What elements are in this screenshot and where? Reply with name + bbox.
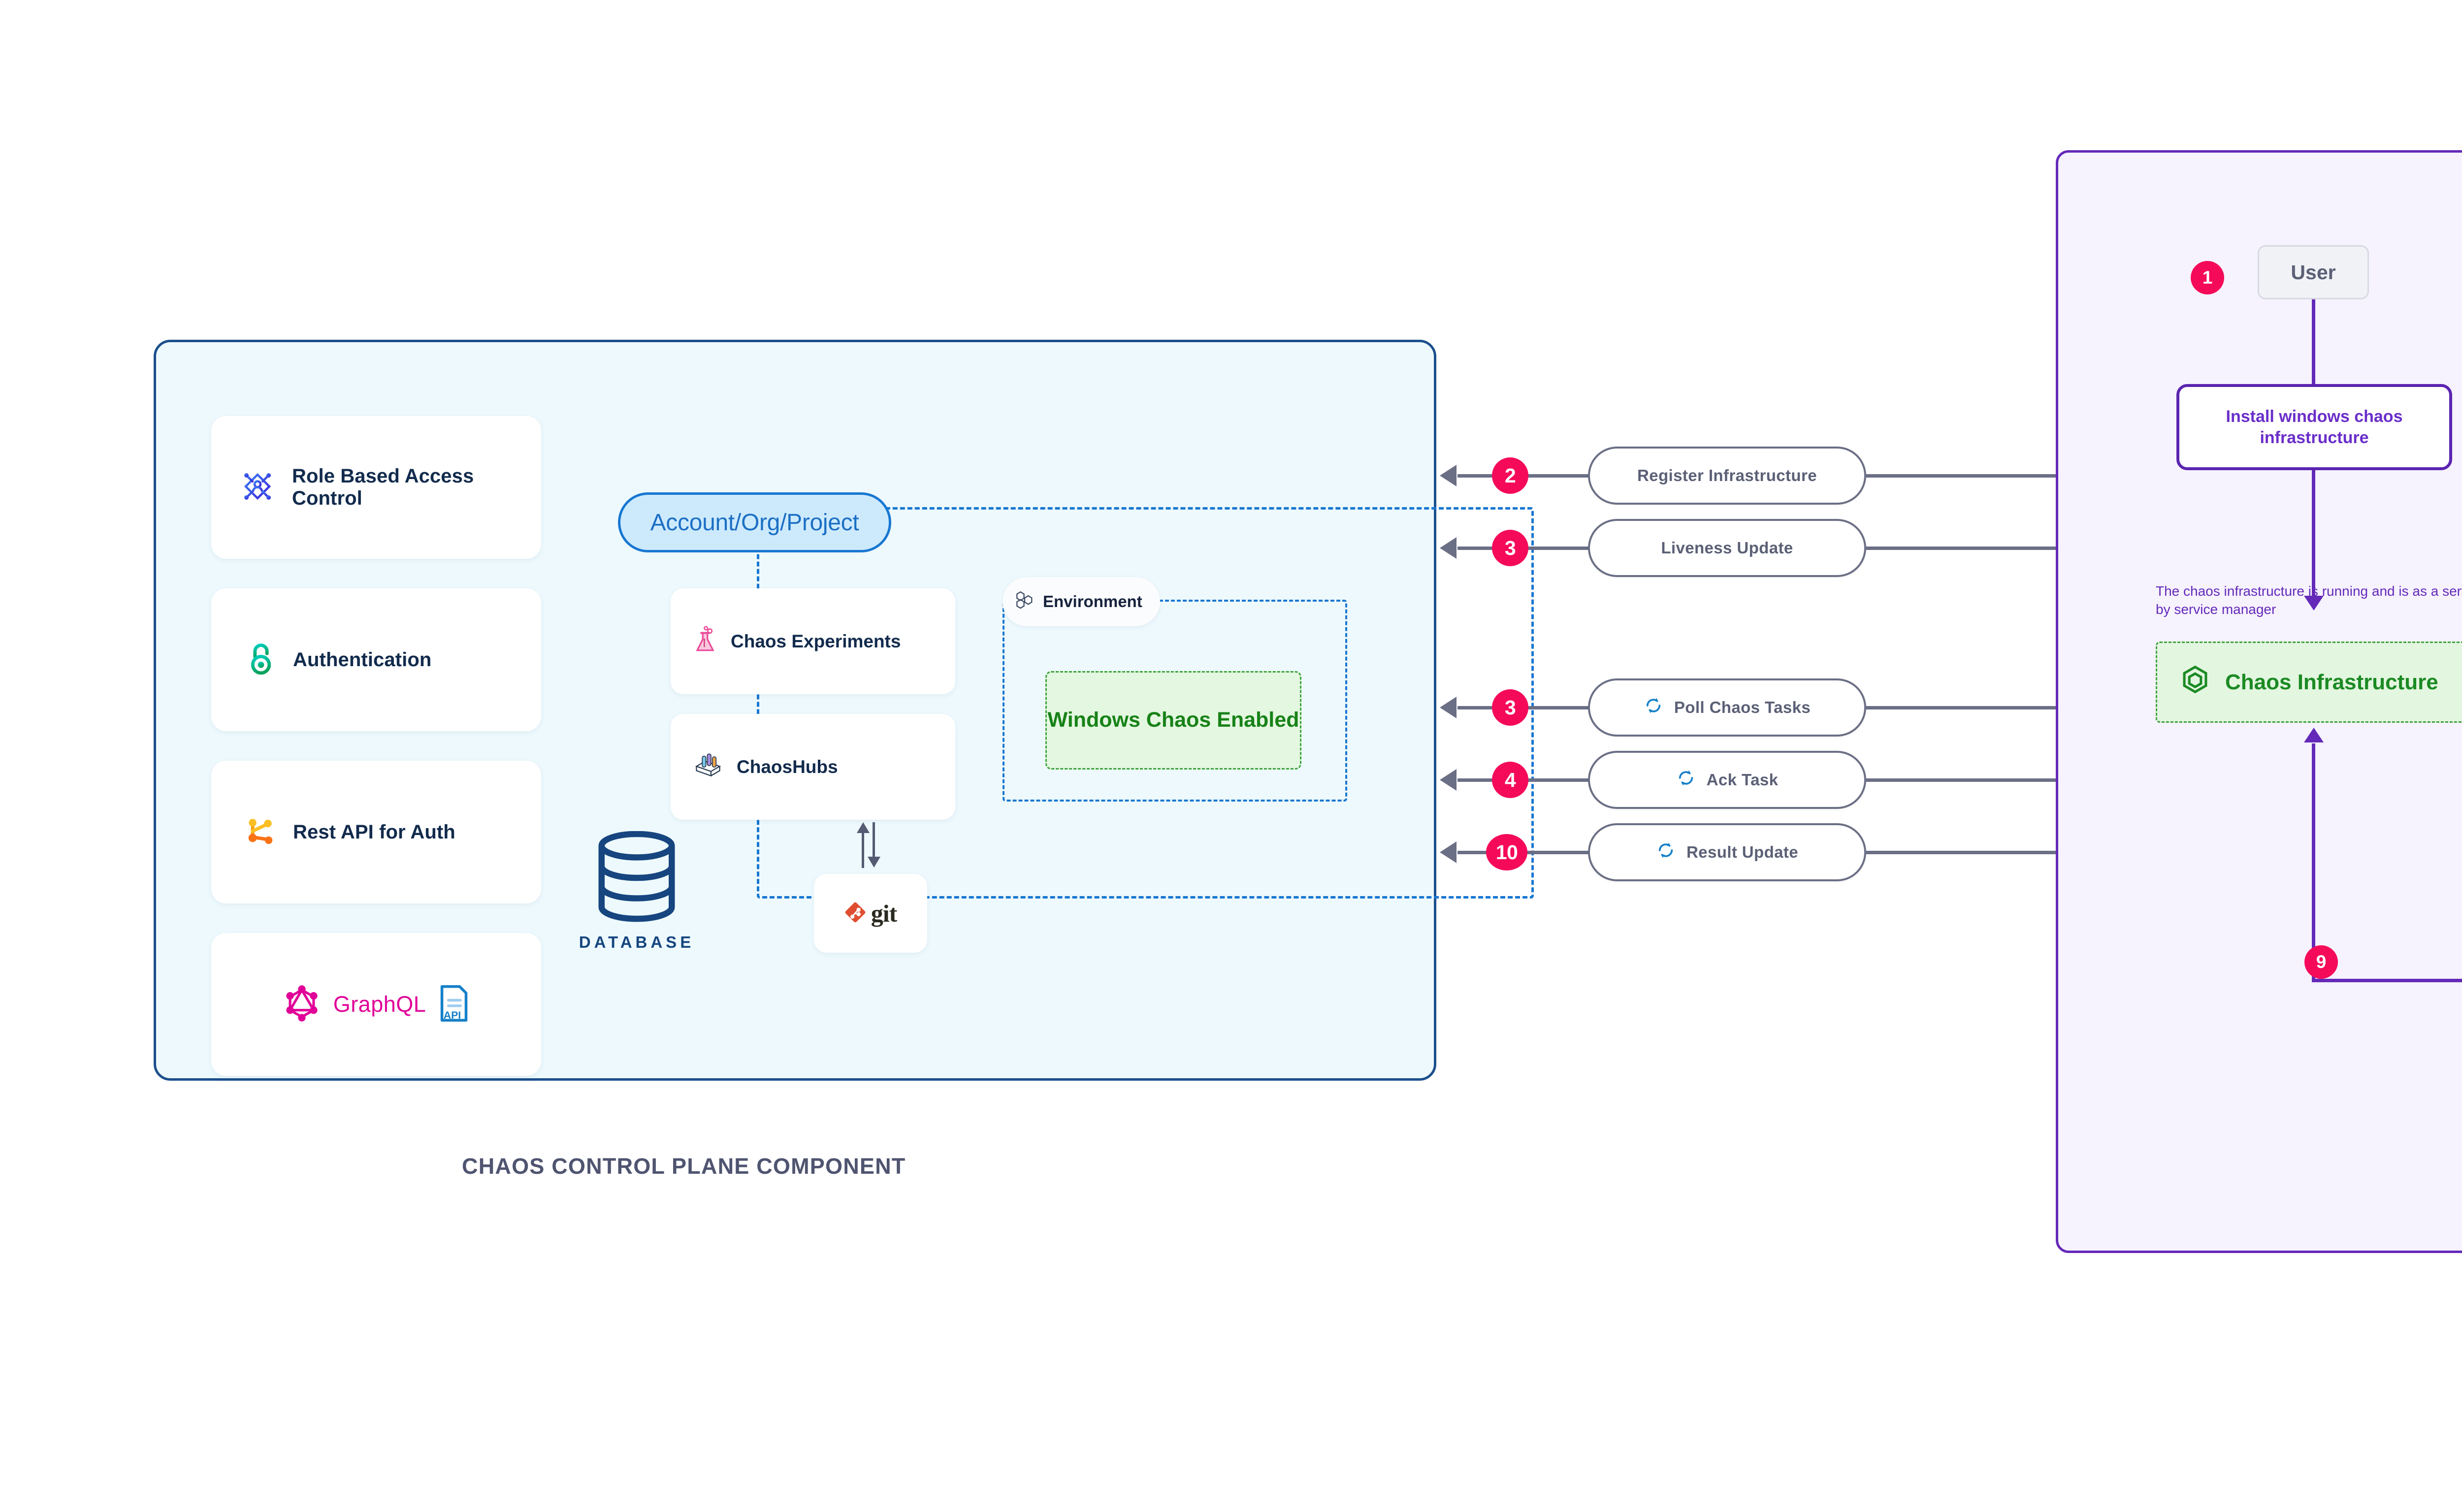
user-node[interactable]: User bbox=[2258, 245, 2369, 299]
connector-badge-3: 3 bbox=[1492, 689, 1528, 726]
feature-card-rest-api[interactable]: Rest API for Auth bbox=[211, 761, 541, 903]
badge-number: 9 bbox=[2316, 952, 2327, 972]
install-to-chaosinfra-line bbox=[2312, 470, 2315, 598]
note-chaos-infrastructure-running: The chaos infrastructure is running and … bbox=[2156, 583, 2462, 617]
install-node-label: Install windows chaos infrastructure bbox=[2226, 407, 2403, 447]
connector-badge-4: 4 bbox=[1492, 762, 1528, 798]
connector-badge-2: 3 bbox=[1492, 530, 1528, 566]
flask-icon bbox=[693, 626, 717, 657]
database-group: DATABASE bbox=[555, 831, 718, 952]
rest-api-icon bbox=[243, 814, 276, 850]
connector-label: Register Infrastructure bbox=[1637, 466, 1817, 484]
connector-pill-liveness-update[interactable]: Liveness Update bbox=[1588, 519, 1866, 577]
connector-pill-result-update[interactable]: Result Update bbox=[1588, 823, 1866, 881]
step-badge-9: 9 bbox=[2304, 945, 2338, 979]
hexagon-cluster-icon bbox=[1015, 590, 1034, 613]
connector-line-right-2 bbox=[1866, 547, 2058, 550]
account-org-project-container bbox=[757, 507, 1534, 899]
install-windows-chaos-infrastructure-node[interactable]: Install windows chaos infrastructure bbox=[2176, 384, 2452, 470]
git-to-hub-down-line bbox=[873, 822, 875, 858]
git-card[interactable]: git bbox=[814, 874, 927, 953]
connector-badge-1: 2 bbox=[1492, 457, 1528, 494]
connector-line-right-5 bbox=[1866, 851, 2058, 854]
chaos-infrastructure-label: Chaos Infrastructure bbox=[2225, 670, 2438, 694]
inner-card-chaoshubs[interactable]: ChaosHubs bbox=[671, 714, 955, 820]
environment-dashed-box bbox=[1003, 600, 1347, 802]
svg-text:API: API bbox=[444, 1010, 461, 1021]
graphql-label: GraphQL bbox=[333, 992, 426, 1017]
badge-number: 4 bbox=[1504, 768, 1516, 791]
lock-icon bbox=[246, 642, 276, 678]
inner-card-label: ChaosHubs bbox=[737, 756, 838, 777]
feature-card-authentication[interactable]: Authentication bbox=[211, 588, 541, 731]
install-to-chaosinfra-arrow bbox=[2304, 596, 2324, 611]
environment-pill[interactable]: Environment bbox=[1003, 577, 1160, 626]
connector-arrow-4 bbox=[1440, 769, 1457, 791]
connector-line-right-4 bbox=[1866, 778, 2058, 782]
connector-badge-5: 10 bbox=[1486, 834, 1527, 870]
feature-card-rbac[interactable]: Role Based Access Control bbox=[211, 416, 541, 559]
badge-number: 3 bbox=[1504, 696, 1516, 719]
git-to-hub-down-arrow bbox=[868, 857, 880, 868]
connector-arrow-5 bbox=[1440, 841, 1457, 863]
hexagon-icon bbox=[2182, 665, 2208, 699]
database-label: DATABASE bbox=[579, 933, 695, 951]
connector-label: Result Update bbox=[1686, 843, 1799, 861]
user-label: User bbox=[2291, 260, 2336, 284]
control-plane-title: CHAOS CONTROL PLANE COMPONENT bbox=[462, 1154, 906, 1179]
connector-line-right-1 bbox=[1866, 474, 2058, 478]
connector-label: Poll Chaos Tasks bbox=[1674, 698, 1811, 716]
refresh-icon bbox=[1644, 696, 1663, 719]
inner-card-chaos-experiments[interactable]: Chaos Experiments bbox=[671, 588, 955, 694]
account-org-project-label: Account/Org/Project bbox=[650, 509, 859, 536]
badge-number: 10 bbox=[1495, 840, 1518, 864]
feature-card-graphql[interactable]: GraphQL API bbox=[211, 933, 541, 1076]
chaos-infrastructure-node[interactable]: Chaos Infrastructure bbox=[2156, 642, 2462, 723]
step-badge-1: 1 bbox=[2191, 261, 2224, 294]
graphql-icon bbox=[283, 983, 321, 1026]
feature-label: Role Based Access Control bbox=[292, 465, 474, 509]
connector-arrow-3 bbox=[1440, 697, 1457, 718]
inner-card-label: Chaos Experiments bbox=[731, 631, 901, 651]
genfault-to-left-line bbox=[2312, 979, 2462, 982]
git-icon bbox=[844, 901, 866, 926]
connector-pill-register-infrastructure[interactable]: Register Infrastructure bbox=[1588, 447, 1866, 505]
genfault-to-chaosinfra-arrow bbox=[2304, 728, 2324, 742]
windows-chaos-enabled-box: Windows Chaos Enabled bbox=[1045, 671, 1301, 770]
connector-arrow-1 bbox=[1440, 465, 1457, 486]
genfault-up-to-chaosinfra-line bbox=[2312, 743, 2315, 981]
test-tube-rack-icon bbox=[693, 752, 723, 782]
rbac-icon bbox=[240, 469, 275, 507]
account-org-project-pill[interactable]: Account/Org/Project bbox=[618, 492, 891, 552]
hub-to-git-up-line bbox=[862, 831, 864, 868]
connector-line-right-3 bbox=[1866, 706, 2058, 709]
refresh-icon bbox=[1676, 768, 1696, 792]
environment-label: Environment bbox=[1043, 592, 1142, 611]
badge-number: 1 bbox=[2202, 267, 2213, 288]
connector-pill-ack-task[interactable]: Ack Task bbox=[1588, 751, 1866, 809]
connector-arrow-2 bbox=[1440, 537, 1457, 559]
badge-number: 2 bbox=[1504, 464, 1516, 487]
database-icon bbox=[592, 831, 681, 927]
refresh-icon bbox=[1656, 840, 1676, 864]
feature-label: Rest API for Auth bbox=[293, 821, 455, 843]
connector-pill-poll-chaos-tasks[interactable]: Poll Chaos Tasks bbox=[1588, 678, 1866, 737]
user-to-install-line bbox=[2312, 299, 2315, 386]
windows-chaos-label: Windows Chaos Enabled bbox=[1047, 708, 1299, 732]
hub-to-git-up-arrow bbox=[857, 822, 870, 833]
connector-label: Ack Task bbox=[1706, 771, 1779, 789]
feature-label: Authentication bbox=[293, 648, 432, 671]
git-label: git bbox=[871, 900, 898, 927]
api-document-icon: API bbox=[439, 984, 469, 1026]
badge-number: 3 bbox=[1504, 536, 1516, 559]
connector-label: Liveness Update bbox=[1661, 539, 1793, 557]
